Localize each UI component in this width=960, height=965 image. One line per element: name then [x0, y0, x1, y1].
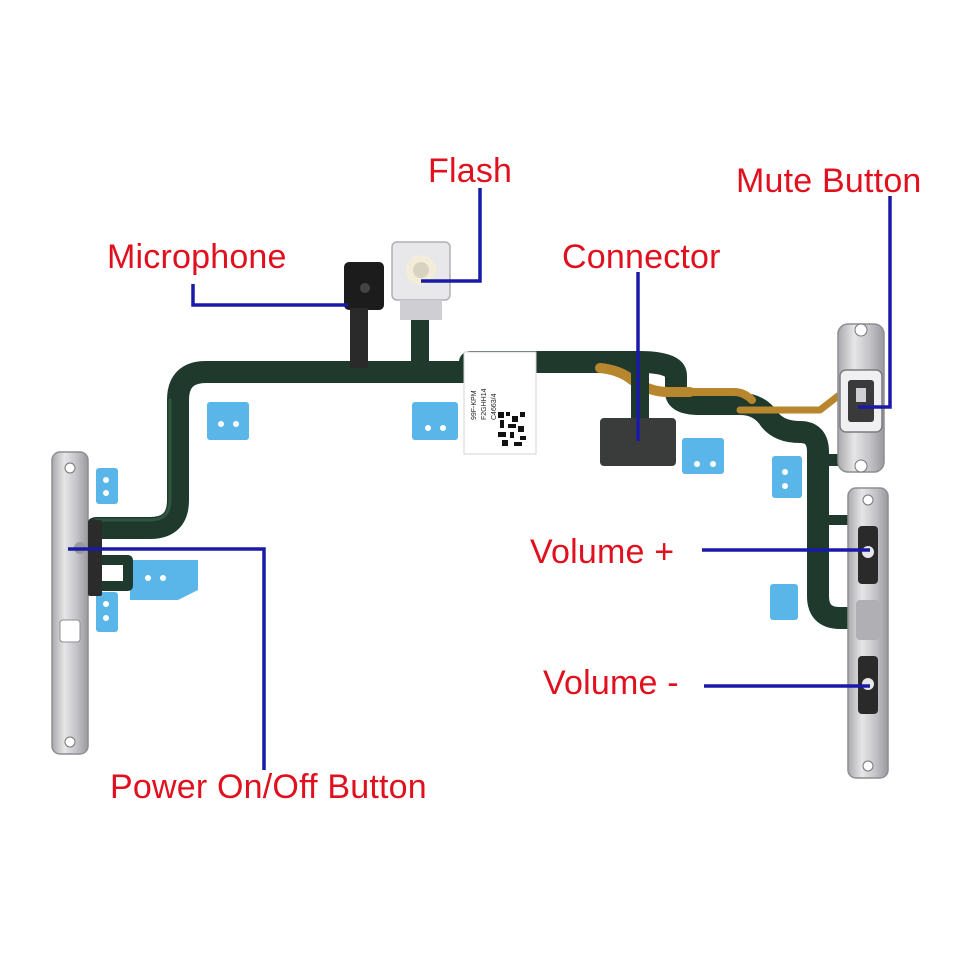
barcode-sticker: C4663/4 F2GHH14 99F-KPM	[463, 351, 537, 455]
flash-leader	[421, 188, 482, 283]
flash-module	[391, 241, 451, 320]
power-leader	[68, 547, 266, 770]
mute-button-label: Mute Button	[736, 162, 922, 200]
volume-down-label: Volume -	[543, 664, 679, 702]
flex-cable	[85, 291, 877, 629]
volume-button-bracket	[847, 487, 889, 779]
power-button-label: Power On/Off Button	[110, 768, 427, 806]
connector-label: Connector	[562, 238, 721, 276]
sticker-line-2: F2GHH14	[481, 388, 488, 420]
power-button-bracket	[51, 451, 102, 755]
connector-block	[600, 418, 676, 466]
microphone-label: Microphone	[107, 238, 287, 276]
adhesive-tape-pads	[96, 402, 802, 632]
microphone-leader	[191, 284, 348, 307]
volume-up-label: Volume +	[530, 533, 675, 571]
sticker-line-3: 99F-KPM	[471, 390, 478, 420]
microphone-module	[344, 262, 384, 368]
mute-leader	[858, 196, 892, 409]
flash-label: Flash	[428, 152, 513, 190]
mute-button-bracket	[837, 323, 885, 473]
sticker-line-1: C4663/4	[491, 393, 498, 420]
leader-lines	[68, 188, 892, 770]
